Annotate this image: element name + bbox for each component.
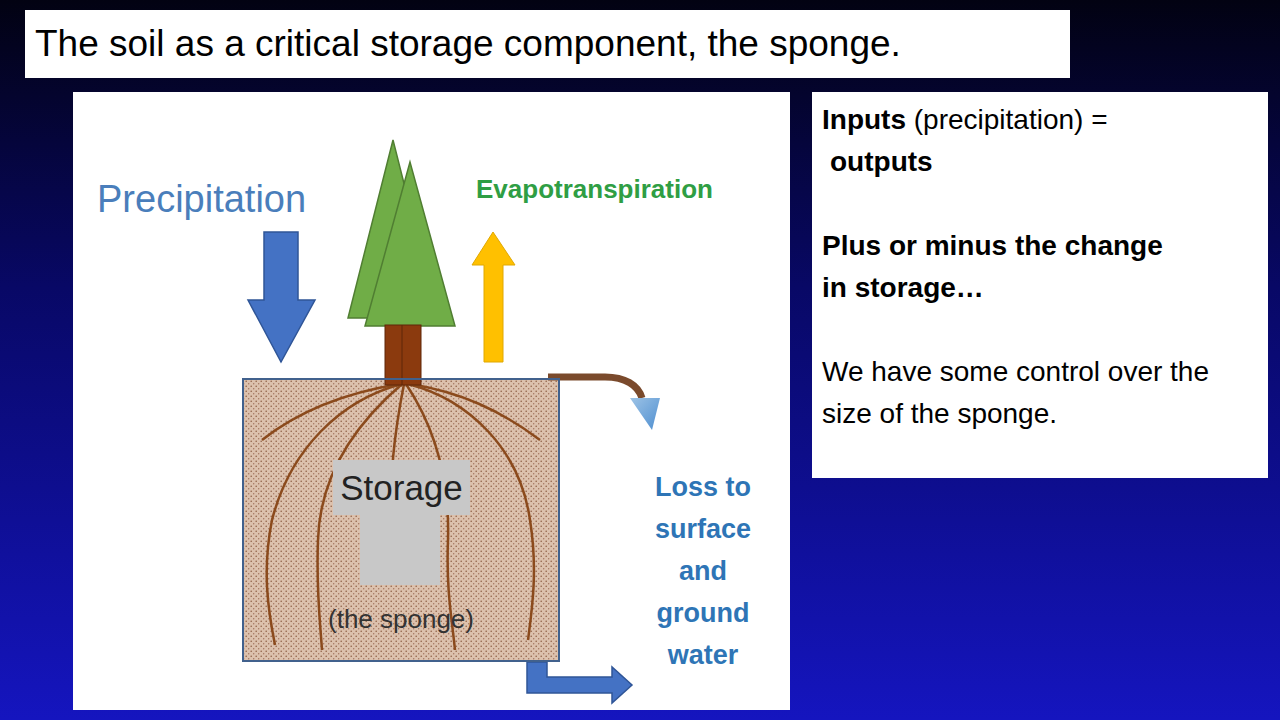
- flow-label: Precipitation: [97, 178, 357, 221]
- tree-crown: [365, 162, 455, 326]
- groundwater-arrow: [527, 662, 632, 703]
- equation-paragraph: We have some control over the size of th…: [822, 351, 1232, 435]
- title-box: The soil as a critical storage component…: [25, 10, 1070, 78]
- root: [410, 384, 540, 440]
- overflow-pipe: [548, 377, 642, 398]
- panel-text: We have some control over the size of th…: [822, 356, 1209, 429]
- equation-panel: Inputs (precipitation) = outputsPlus or …: [812, 92, 1268, 478]
- title-text: The soil as a critical storage component…: [35, 23, 901, 65]
- equation-paragraph: Plus or minus the change in storage…: [822, 225, 1194, 309]
- storage-box: Storage: [333, 460, 470, 515]
- soil-box: (the sponge) Storage: [242, 378, 560, 662]
- precipitation-arrow: [248, 232, 315, 362]
- storage-label: Storage: [340, 468, 463, 508]
- evapotranspiration-arrow: [472, 232, 515, 362]
- surface-loss-arrow: [630, 398, 660, 430]
- root: [262, 384, 400, 440]
- panel-text: Plus or minus the change in storage…: [822, 230, 1163, 303]
- panel-text: Inputs: [822, 104, 906, 135]
- panel-text: outputs: [822, 141, 1258, 183]
- flow-label: Loss to surface and ground water: [638, 466, 768, 676]
- equation-paragraph: Inputs (precipitation) = outputs: [822, 99, 1258, 183]
- tree-trunk: [385, 325, 421, 385]
- sponge-label: (the sponge): [244, 604, 558, 635]
- panel-text: (precipitation) =: [914, 104, 1108, 135]
- flow-label: Evapotranspiration: [476, 174, 766, 205]
- storage-column: [360, 513, 440, 585]
- soil-fill: [244, 380, 558, 660]
- trunk-line: [402, 325, 403, 385]
